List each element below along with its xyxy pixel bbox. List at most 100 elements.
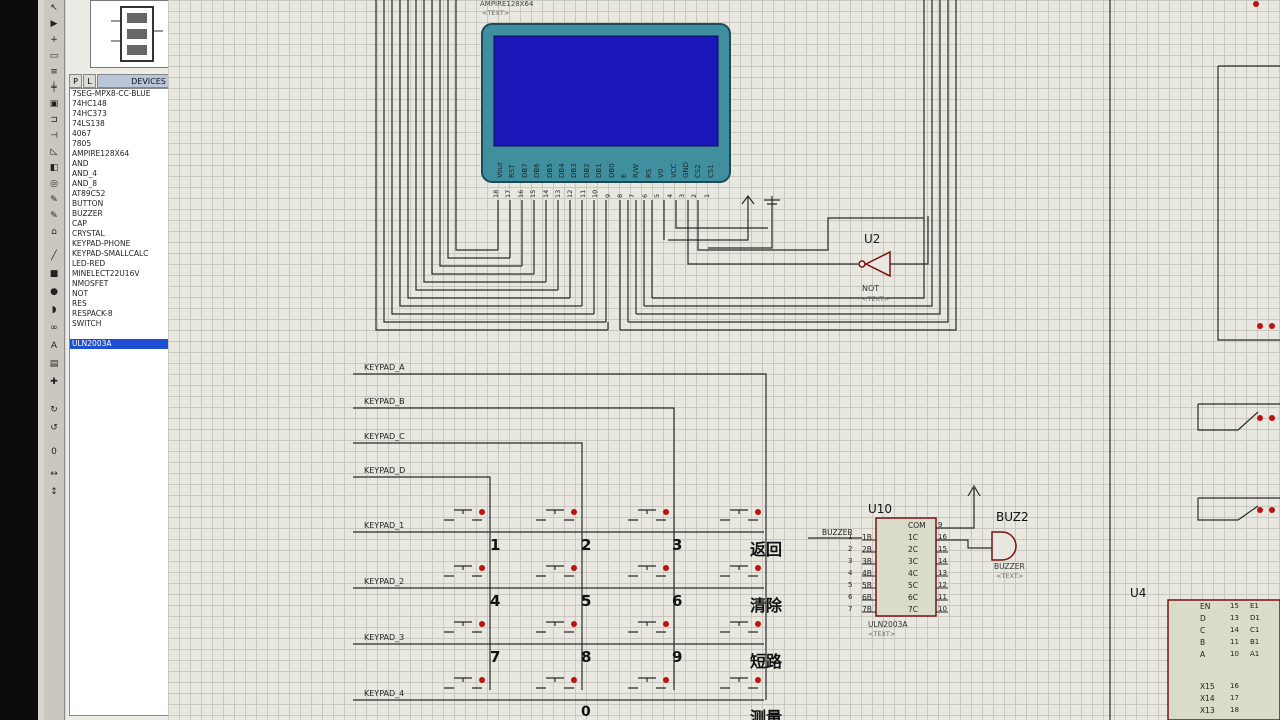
mirror-y-icon[interactable]: ↕: [50, 487, 58, 497]
component-mode-icon[interactable]: ▶: [50, 19, 58, 29]
device-item[interactable]: NMOSFET: [72, 279, 109, 288]
lcd-pin-label: DB2: [582, 163, 591, 178]
uln-left-pin-number: 4: [848, 569, 853, 577]
device-item[interactable]: AND: [72, 159, 89, 168]
bus-icon[interactable]: ╪: [51, 83, 57, 93]
u4-pin-number: 13: [1230, 614, 1239, 622]
select-arrow-icon[interactable]: ↖: [50, 3, 58, 13]
device-item[interactable]: CRYSTAL: [72, 229, 105, 238]
device-item[interactable]: CAP: [72, 219, 87, 228]
device-item[interactable]: BUTTON: [72, 199, 104, 208]
lcd-pin-label: VCC: [669, 163, 678, 178]
angle-field-icon[interactable]: 0: [51, 447, 57, 457]
schematic-drawing: [353, 0, 1280, 720]
libraries-tab[interactable]: L: [83, 74, 96, 88]
path-icon[interactable]: ∞: [50, 323, 58, 333]
key-caption: 清除: [750, 596, 783, 615]
u4-pin-number: 11: [1230, 638, 1239, 646]
device-item[interactable]: AND_4: [72, 169, 98, 178]
tape-icon[interactable]: ◧: [49, 163, 59, 173]
lcd-pin-label: R/W: [632, 163, 641, 178]
device-item[interactable]: 74HC373: [72, 109, 107, 118]
device-item[interactable]: BUZZER: [72, 209, 103, 218]
device-item[interactable]: LED-RED: [72, 259, 106, 268]
u4-body: [1167, 599, 1280, 720]
u4-pin-number: 17: [1230, 694, 1239, 702]
device-item[interactable]: 7SEG-MPX8-CC-BLUE: [72, 89, 151, 98]
device-item[interactable]: 74LS138: [72, 119, 105, 128]
uln-left-pin-number: 3: [848, 557, 853, 565]
pick-devices-tab[interactable]: P: [69, 74, 82, 88]
not-gate-text-tag: <TEXT>: [862, 295, 890, 303]
device-item[interactable]: 74HC148: [72, 99, 107, 108]
device-item[interactable]: 7805: [72, 139, 92, 148]
device-item-selected[interactable]: ULN2003A: [70, 339, 201, 349]
key-caption: 测量: [750, 708, 783, 720]
rotate-cw-icon[interactable]: ↻: [50, 405, 58, 415]
lcd-pin-label: RS: [644, 168, 653, 178]
box-icon[interactable]: ■: [49, 269, 59, 279]
key-caption: 8: [581, 648, 592, 666]
line-icon[interactable]: ╱: [51, 251, 57, 261]
lcd-pin-number: 15: [529, 189, 538, 198]
device-item[interactable]: AMPIRE128X64: [72, 149, 130, 158]
device-item[interactable]: MINELECT22U16V: [72, 269, 140, 278]
device-item[interactable]: AND_8: [72, 179, 98, 188]
uln-left-pin-label: 6B: [862, 593, 872, 602]
mirror-x-icon[interactable]: ↔: [50, 469, 58, 479]
lcd-pin-label: CS2: [694, 164, 703, 178]
device-item[interactable]: RES: [72, 299, 87, 308]
device-item[interactable]: KEYPAD-SMALLCALC: [72, 249, 149, 258]
uln-part: ULN2003A: [868, 620, 908, 629]
marker-icon[interactable]: ✚: [50, 377, 58, 387]
lcd-pin-number: 4: [665, 193, 674, 198]
device-item[interactable]: 4067: [72, 129, 92, 138]
uln-right-pin-number: 13: [938, 569, 947, 577]
arc-icon[interactable]: ◗: [51, 305, 57, 315]
lcd-pin-number: 6: [640, 193, 649, 198]
uln-right-pin-number: 15: [938, 545, 947, 553]
uln-left-pin-number: 1: [848, 533, 853, 541]
device-item[interactable]: RESPACK-8: [72, 309, 113, 318]
current-probe-icon[interactable]: ✎: [50, 211, 58, 221]
device-item[interactable]: NOT: [72, 289, 89, 298]
text-script-icon[interactable]: ≡: [50, 67, 58, 77]
instrument-icon[interactable]: ⌂: [51, 227, 57, 237]
lcd-pin-number: 7: [628, 193, 637, 198]
terminal-icon[interactable]: ⊐: [50, 115, 58, 125]
junction-icon[interactable]: +: [50, 35, 58, 45]
device-pin-icon[interactable]: ⊣: [50, 131, 58, 141]
wire-label-icon[interactable]: ▭: [49, 51, 59, 61]
u4-pin-label: X14: [1200, 694, 1215, 703]
uln-left-pin-label: 2B: [862, 545, 872, 554]
device-item[interactable]: KEYPAD-PHONE: [72, 239, 131, 248]
key-caption: 4: [490, 592, 501, 610]
u4-pin-number: 10: [1230, 650, 1239, 658]
key-caption: 短路: [750, 652, 783, 671]
text-icon[interactable]: A: [50, 341, 58, 351]
symbol-icon[interactable]: ▤: [49, 359, 59, 369]
subcircuit-icon[interactable]: ▣: [49, 99, 59, 109]
device-item[interactable]: SWITCH: [72, 319, 102, 328]
key-caption: 1: [490, 536, 501, 554]
uln-right-pin-number: 16: [938, 533, 947, 541]
uln-left-pin-number: 2: [848, 545, 853, 553]
device-item[interactable]: AT89C52: [72, 189, 106, 198]
lcd-pin-label: DB7: [520, 163, 529, 178]
uln-text-tag: <TEXT>: [868, 630, 896, 638]
uln-left-pin-number: 6: [848, 593, 853, 601]
lcd-pin-label: DB3: [570, 163, 579, 178]
rotate-ccw-icon[interactable]: ↺: [50, 423, 58, 433]
circle-icon[interactable]: ●: [50, 287, 58, 297]
graph-icon[interactable]: ◺: [50, 147, 58, 157]
probe-icon[interactable]: ✎: [50, 195, 58, 205]
net-label-keypad-a: KEYPAD_A: [364, 363, 405, 372]
uln-right-pin-number: 11: [938, 593, 947, 601]
u4-right-pin-label: C1: [1250, 626, 1260, 634]
u4-pin-number: 18: [1230, 706, 1239, 714]
generator-icon[interactable]: ◎: [50, 179, 58, 189]
uln-right-pin-label: 5C: [908, 581, 919, 590]
net-label-keypad-b: KEYPAD_B: [364, 397, 405, 406]
